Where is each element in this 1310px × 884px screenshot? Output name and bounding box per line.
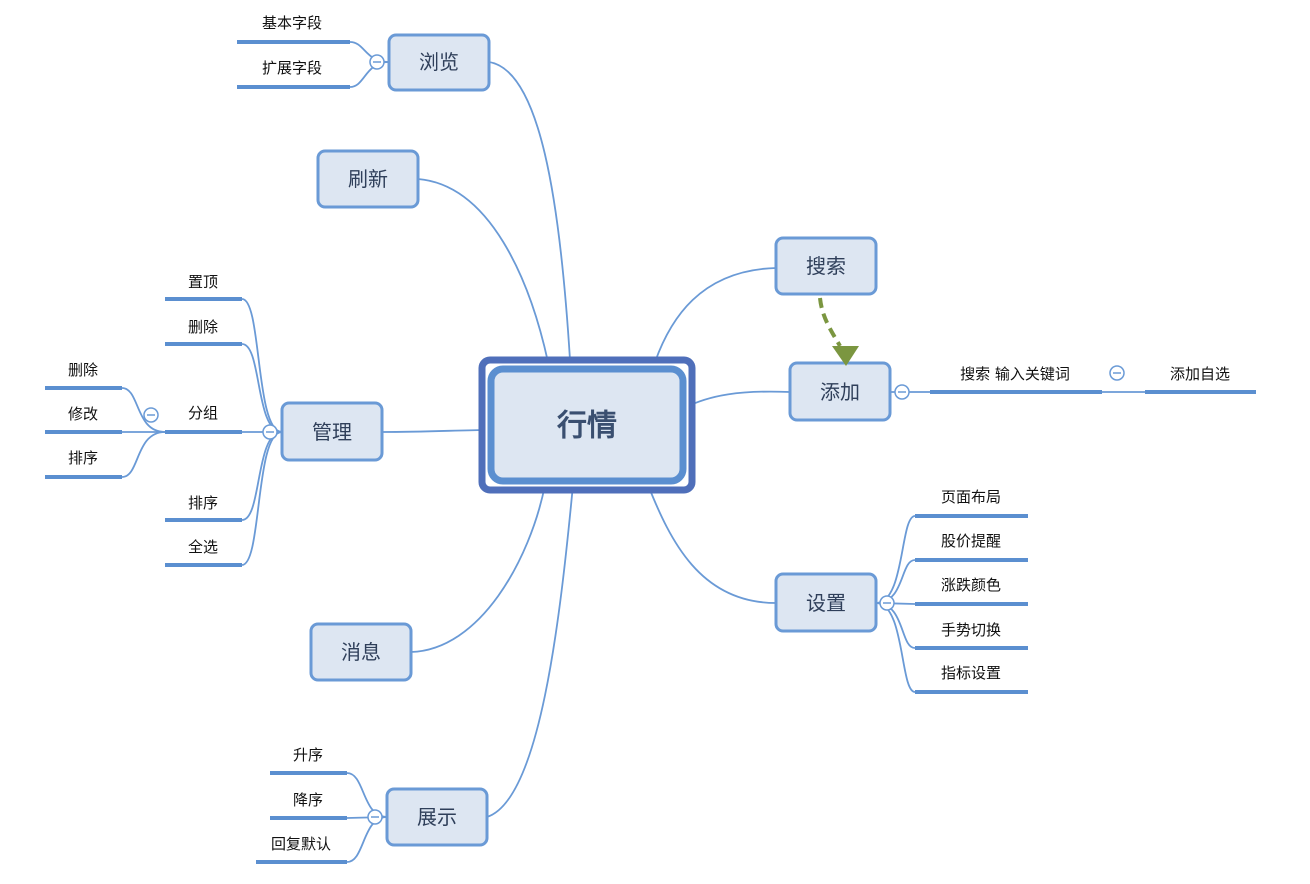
node-search-label: 搜索 [806, 254, 846, 278]
leaf-select-all[interactable]: 全选 [188, 538, 218, 556]
node-settings[interactable]: 设置 [774, 572, 878, 633]
collapse-toggle-search-keyword[interactable] [1109, 365, 1125, 381]
leaf-sort[interactable]: 排序 [188, 494, 218, 512]
leaf-basic-fields[interactable]: 基本字段 [262, 14, 322, 32]
collapse-toggle-browse[interactable] [369, 54, 385, 70]
node-refresh[interactable]: 刷新 [316, 149, 420, 209]
node-browse-label: 浏览 [419, 50, 459, 74]
leaf-pin-top[interactable]: 置顶 [188, 273, 218, 291]
leaf-group[interactable]: 分组 [188, 404, 218, 422]
collapse-toggle-group[interactable] [143, 407, 159, 423]
node-browse[interactable]: 浏览 [387, 33, 491, 92]
root-node[interactable]: 行情 [478, 356, 696, 494]
leaf-price-alert[interactable]: 股价提醒 [941, 532, 1001, 550]
collapse-toggle-manage[interactable] [262, 424, 278, 440]
node-settings-label: 设置 [806, 591, 846, 615]
leaf-descending[interactable]: 降序 [293, 791, 323, 809]
leaf-delete[interactable]: 删除 [188, 318, 218, 336]
leaf-underlines [45, 40, 1256, 864]
leaf-change-color[interactable]: 涨跌颜色 [941, 576, 1001, 594]
leaf-search-keyword[interactable]: 搜索 输入关键词 [960, 365, 1070, 383]
collapse-toggle-settings[interactable] [879, 595, 895, 611]
leaf-add-favorite[interactable]: 添加自选 [1170, 365, 1230, 383]
collapse-toggle-display[interactable] [367, 809, 383, 825]
leaf-extended-fields[interactable]: 扩展字段 [262, 59, 322, 77]
root-label: 行情 [556, 409, 617, 444]
node-message-label: 消息 [341, 640, 381, 664]
leaf-restore-default[interactable]: 回复默认 [271, 835, 331, 853]
node-display[interactable]: 展示 [385, 787, 489, 847]
leaf-group-sort[interactable]: 排序 [68, 449, 98, 467]
node-add-label: 添加 [820, 380, 860, 404]
node-add[interactable]: 添加 [788, 361, 892, 422]
node-display-label: 展示 [417, 805, 457, 829]
leaf-group-delete[interactable]: 删除 [68, 361, 98, 379]
leaf-ascending[interactable]: 升序 [293, 746, 323, 764]
node-search[interactable]: 搜索 [774, 236, 878, 296]
leaf-indicator-settings[interactable]: 指标设置 [941, 664, 1001, 682]
node-refresh-label: 刷新 [348, 167, 388, 191]
node-message[interactable]: 消息 [309, 622, 413, 682]
leaf-gesture-switch[interactable]: 手势切换 [941, 621, 1001, 639]
collapse-toggle-add[interactable] [894, 384, 910, 400]
relationship-arrow [818, 297, 859, 366]
node-manage-label: 管理 [312, 420, 352, 444]
leaf-page-layout[interactable]: 页面布局 [941, 488, 1001, 506]
leaf-group-edit[interactable]: 修改 [68, 405, 98, 423]
node-manage[interactable]: 管理 [280, 401, 384, 462]
